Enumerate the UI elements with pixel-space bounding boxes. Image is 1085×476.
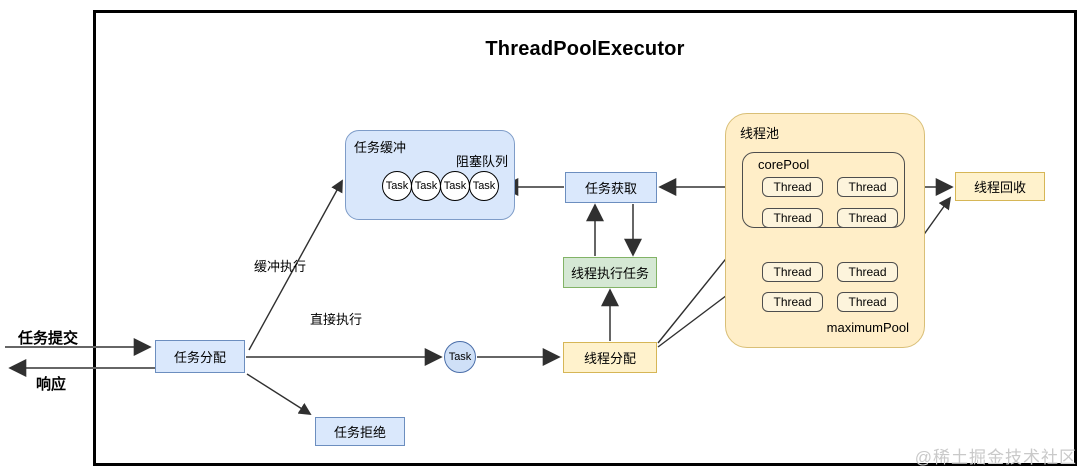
response-label: 响应 <box>36 376 67 393</box>
thread-box: Thread <box>762 292 823 312</box>
watermark: @稀土掘金技术社区 <box>914 448 1077 467</box>
direct-exec-label: 直接执行 <box>310 312 363 327</box>
task-submit-label: 任务提交 <box>18 330 79 347</box>
diagram-frame <box>93 10 1077 466</box>
thread-box: Thread <box>837 208 898 228</box>
thread-box: Thread <box>837 292 898 312</box>
thread-box: Thread <box>762 177 823 197</box>
node-task-dispatch: 任务分配 <box>155 340 245 373</box>
node-thread-recycle: 线程回收 <box>955 172 1045 201</box>
node-thread-dispatch: 线程分配 <box>563 342 657 373</box>
thread-box: Thread <box>762 208 823 228</box>
buffered-exec-label: 缓冲执行 <box>254 259 307 274</box>
thread-box: Thread <box>837 262 898 282</box>
diagram-title: ThreadPoolExecutor <box>485 38 685 60</box>
queue-task-circle: Task <box>382 171 412 201</box>
node-thread-execute: 线程执行任务 <box>563 257 657 288</box>
maximum-pool-label: maximumPool <box>826 320 909 335</box>
node-task-fetch: 任务获取 <box>565 172 657 203</box>
node-task-reject: 任务拒绝 <box>315 417 405 446</box>
core-pool-label: corePool <box>758 157 810 172</box>
thread-box: Thread <box>762 262 823 282</box>
queue-task-circle: Task <box>440 171 470 201</box>
task-buffer-label: 任务缓冲 <box>354 140 407 155</box>
thread-pool-container: 线程池 maximumPool <box>725 113 925 348</box>
task-circle: Task <box>444 341 476 373</box>
core-pool-box: corePool <box>742 152 905 228</box>
queue-task-circle: Task <box>411 171 441 201</box>
queue-task-circle: Task <box>469 171 499 201</box>
thread-pool-label: 线程池 <box>740 126 780 141</box>
thread-box: Thread <box>837 177 898 197</box>
blocking-queue-label: 阻塞队列 <box>455 154 508 169</box>
